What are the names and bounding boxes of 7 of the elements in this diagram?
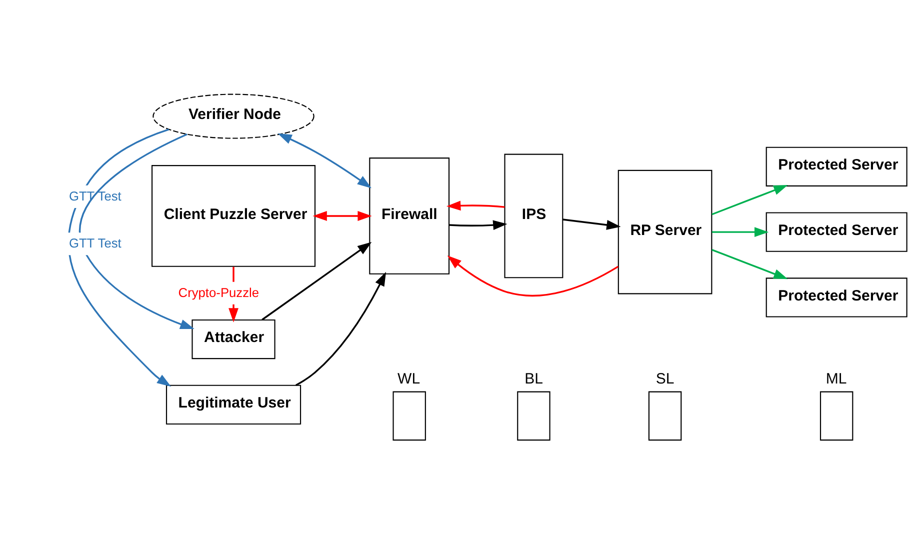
node-label: WL <box>398 370 420 388</box>
edge-label: GTT Test <box>68 188 122 204</box>
node-label: BL <box>524 370 543 388</box>
node-label: ML <box>826 370 847 388</box>
edge-label: Crypto-Puzzle <box>178 285 260 300</box>
node-label: SL <box>656 370 674 388</box>
edge-label: GTT Test <box>68 236 122 251</box>
